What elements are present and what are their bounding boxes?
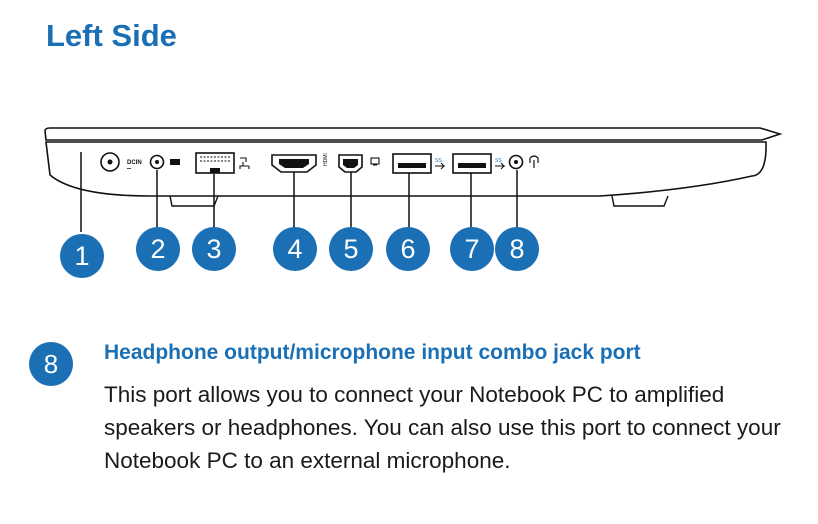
- callout-4: 4: [273, 227, 317, 271]
- callout-1: 1: [60, 234, 104, 278]
- page-title: Left Side: [46, 18, 177, 53]
- audio-jack-icon: [529, 155, 539, 168]
- svg-text:⎓: ⎓: [127, 166, 131, 172]
- laptop-foot-left: [169, 195, 219, 207]
- mini-displayport-icon: [370, 157, 380, 165]
- section-heading: Headphone output/microphone input combo …: [104, 341, 641, 364]
- laptop-foot-right: [611, 195, 669, 207]
- lan-port-icon: [239, 157, 250, 169]
- callout-3: 3: [192, 227, 236, 271]
- usb3-label-1: SS: [435, 158, 442, 164]
- section-body: This port allows you to connect your Not…: [104, 382, 781, 473]
- kensington-lock-icon: [170, 159, 180, 165]
- callout-2: 2: [136, 227, 180, 271]
- section-number-badge: 8: [29, 342, 73, 386]
- callout-6: 6: [386, 227, 430, 271]
- callout-7: 7: [450, 227, 494, 271]
- callout-5: 5: [329, 227, 373, 271]
- usb3-label-2: SS: [495, 158, 502, 164]
- hdmi-label: HDMI: [323, 153, 329, 166]
- usb3-port-icon: [435, 162, 445, 170]
- callout-8: 8: [495, 227, 539, 271]
- usb3-charge-port-icon: [495, 162, 505, 170]
- laptop-side-diagram: DCIN ⎓ HDMI SS SS: [44, 127, 783, 232]
- laptop-lid: [44, 127, 783, 141]
- dc-in-label: DCIN: [127, 160, 142, 166]
